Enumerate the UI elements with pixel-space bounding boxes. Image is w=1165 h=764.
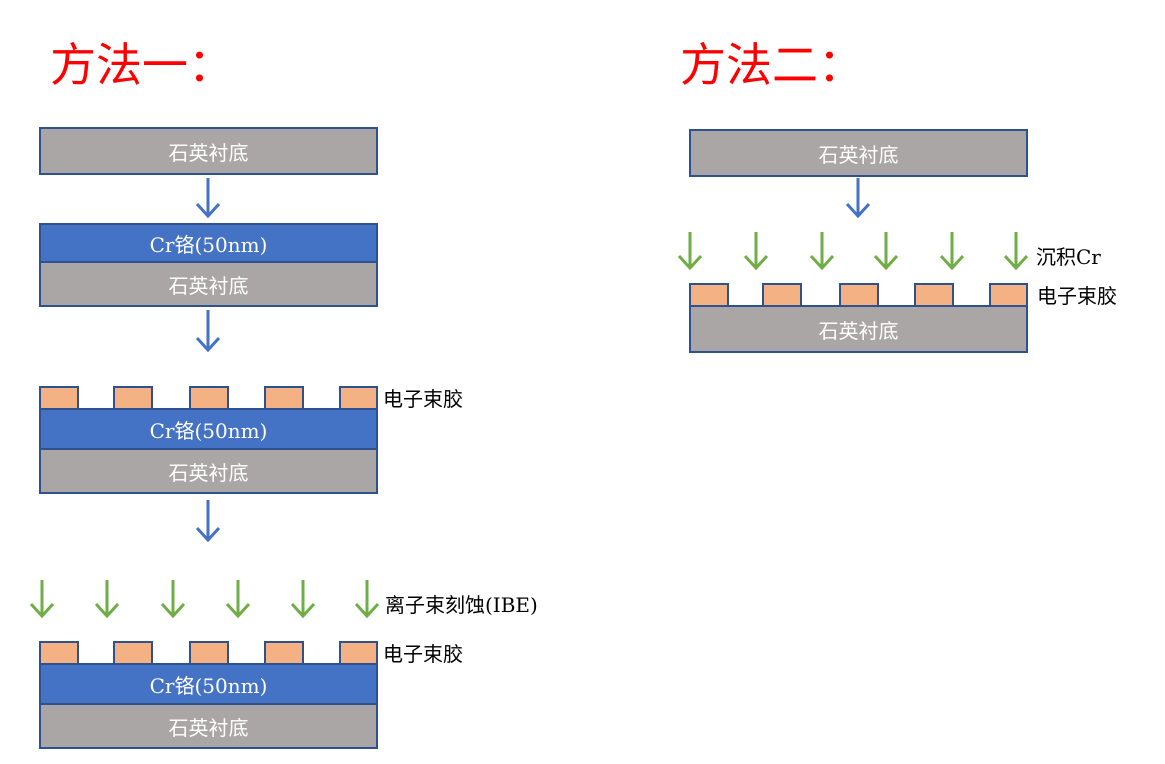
- m2-deposit-arrow: [677, 232, 703, 271]
- m1-step4-resist-block: [264, 641, 304, 665]
- m1-ibe-label: 离子束刻蚀(IBE): [385, 593, 538, 617]
- m2-deposit-arrow: [743, 232, 769, 271]
- m2-resist-block: [914, 283, 954, 307]
- m2-deposit-label: 沉积Cr: [1036, 245, 1101, 269]
- m2-resist-label: 电子束胶: [1037, 284, 1117, 308]
- m1-step3-resist-label: 电子束胶: [383, 387, 463, 411]
- m1-step3-substrate: 石英衬底: [39, 448, 378, 494]
- m1-step3-resist-block: [113, 386, 153, 410]
- m1-step-arrow-3: [195, 500, 221, 543]
- m2-resist-block: [839, 283, 879, 307]
- m1-ibe-arrow: [290, 580, 316, 619]
- m1-step3-resist-block: [264, 386, 304, 410]
- method2-title: 方法二：: [680, 38, 864, 92]
- m1-step4-substrate: 石英衬底: [39, 703, 378, 749]
- m2-resist-block: [689, 283, 729, 307]
- m1-step2-cr-layer: Cr铬(50nm): [39, 223, 378, 263]
- m1-step2-substrate: 石英衬底: [39, 261, 378, 307]
- m2-deposit-arrow: [809, 232, 835, 271]
- method1-title: 方法一：: [50, 38, 234, 92]
- m1-step3-resist-block: [39, 386, 79, 410]
- m2-step-arrow: [845, 178, 871, 219]
- m1-step3-resist-block: [339, 386, 378, 410]
- m1-ibe-arrow: [29, 580, 55, 619]
- m2-deposit-arrow: [873, 232, 899, 271]
- m1-step4-resist-block: [339, 641, 378, 665]
- m1-ibe-arrow: [160, 580, 186, 619]
- m1-step3-resist-block: [189, 386, 229, 410]
- m1-step4-resist-label: 电子束胶: [383, 642, 463, 666]
- m2-step1-substrate: 石英衬底: [689, 129, 1028, 177]
- m1-step4-resist-block: [39, 641, 79, 665]
- m1-step-arrow-1: [195, 178, 221, 219]
- m2-resist-block: [762, 283, 802, 307]
- m2-deposit-arrow: [939, 232, 965, 271]
- m2-resist-block: [989, 283, 1028, 307]
- m1-step4-resist-block: [189, 641, 229, 665]
- m1-ibe-arrow: [354, 580, 380, 619]
- m1-ibe-arrow: [94, 580, 120, 619]
- m2-deposit-arrow: [1003, 232, 1029, 271]
- m1-step4-resist-block: [113, 641, 153, 665]
- m1-step3-cr-layer: Cr铬(50nm): [39, 408, 378, 450]
- m1-step4-cr-layer: Cr铬(50nm): [39, 663, 378, 705]
- m1-ibe-arrow: [225, 580, 251, 619]
- m1-step-arrow-2: [195, 310, 221, 353]
- m2-step2-substrate: 石英衬底: [689, 305, 1028, 353]
- m1-step1-substrate: 石英衬底: [39, 127, 378, 175]
